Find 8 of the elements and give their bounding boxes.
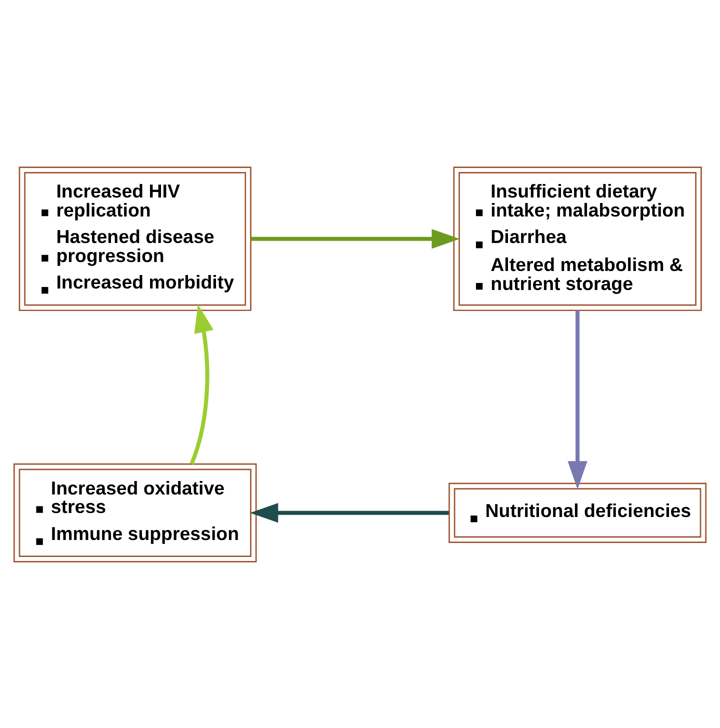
node-box: Insufficient dietary intake; malabsorption Diarrhea Altered metabolism & nutrient storage bbox=[453, 166, 702, 311]
node-box: Increased HIV replication Hastened disease progression Increased morbidity bbox=[18, 166, 252, 311]
arrow bbox=[568, 310, 588, 489]
arrow bbox=[190, 304, 214, 464]
arrow bbox=[250, 228, 460, 248]
arrow bbox=[250, 502, 449, 522]
node-box: Nutritional deficiencies bbox=[448, 482, 707, 542]
node-box: Increased oxidative stress Immune suppression bbox=[13, 462, 257, 562]
